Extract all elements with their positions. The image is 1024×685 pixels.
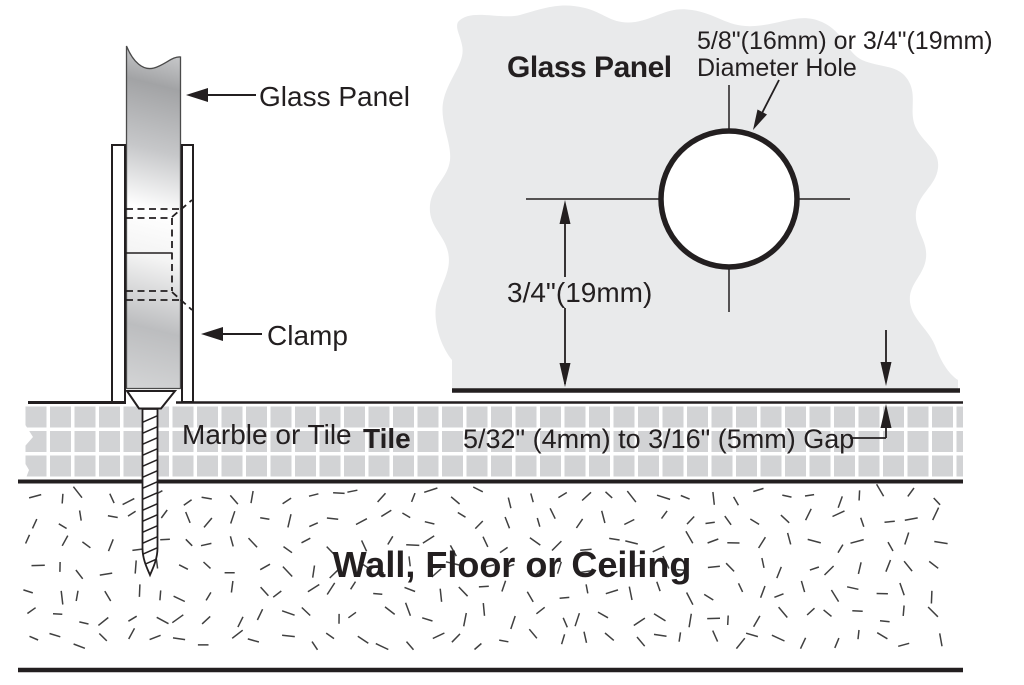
diameter-leader-arrow	[753, 79, 780, 130]
hole-diameter-note: 5/8"(16mm) or 3/4"(19mm) Diameter Hole	[697, 28, 993, 82]
glass-panel-arrow	[186, 88, 256, 102]
screw	[125, 390, 178, 578]
clamp-plate-left	[111, 144, 126, 403]
glass-panel-heading: Glass Panel	[507, 51, 672, 84]
glass-panel-label: Glass Panel	[259, 81, 410, 112]
screw-threads	[142, 414, 158, 567]
marble-or-tile-label: Marble or Tile	[182, 419, 352, 450]
screw-head	[125, 390, 178, 410]
gap-dimension-label: 5/32" (4mm) to 3/16" (5mm) Gap	[463, 424, 855, 454]
center-dimension-label: 3/4"(19mm)	[505, 277, 655, 309]
tile-label: Tile	[363, 423, 411, 454]
hole-circle	[658, 128, 800, 270]
clamp-plate-right	[181, 144, 194, 403]
screw-shaft	[141, 408, 159, 578]
wall-floor-ceiling-label: Wall, Floor or Ceiling	[332, 544, 692, 585]
wall-texture	[23, 483, 948, 651]
gap-dimension	[850, 330, 892, 439]
clamp-hidden-hole	[126, 199, 193, 311]
center-dimension	[559, 200, 571, 387]
tile-band	[22, 403, 963, 481]
clamp-arrow	[201, 327, 262, 341]
hole-diameter-note-line2: Diameter Hole	[697, 54, 857, 82]
hole-diameter-note-line1: 5/8"(16mm) or 3/4"(19mm)	[697, 27, 993, 55]
tile-break-edge	[8, 398, 33, 486]
clamp-label: Clamp	[267, 320, 348, 351]
